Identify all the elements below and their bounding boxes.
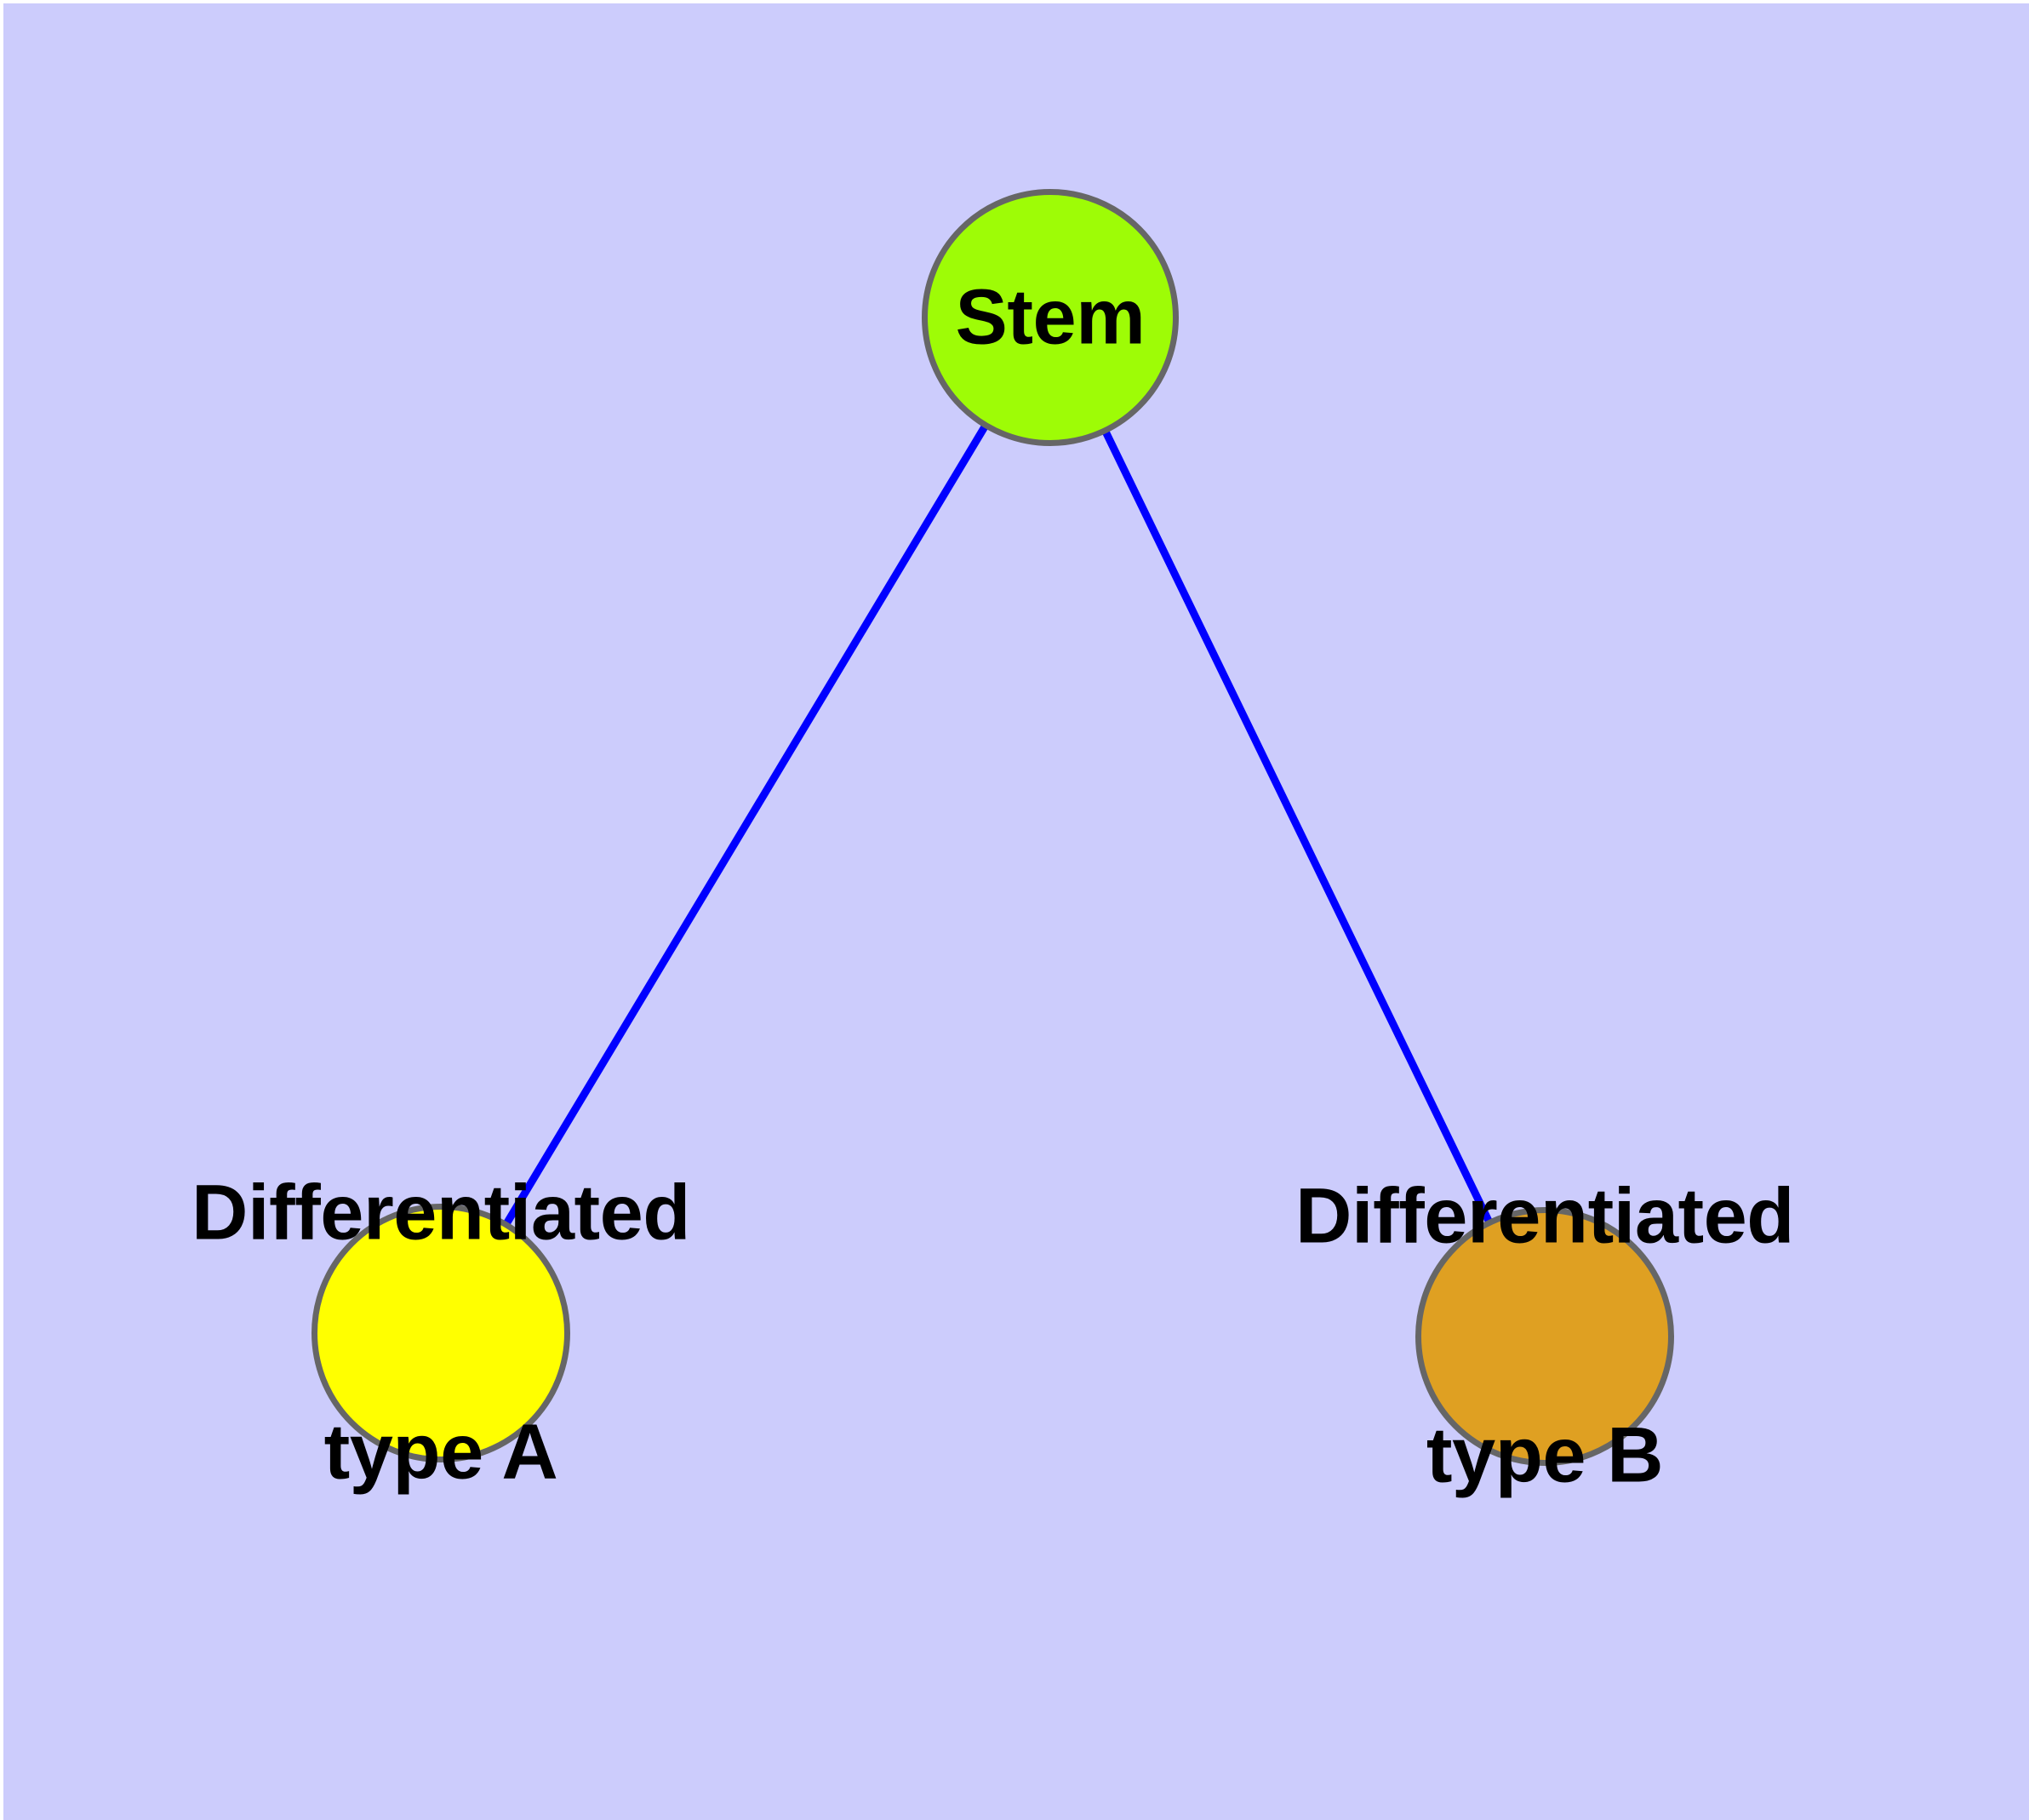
graph-edge-stem-to-diff_b bbox=[1046, 316, 1549, 1338]
graph-svg bbox=[311, 189, 1674, 1466]
graph-node-stem[interactable] bbox=[922, 189, 1179, 446]
graph-canvas: Stem Differentiated type A Differentiate… bbox=[3, 3, 2029, 1820]
graph-node-diff_a[interactable] bbox=[311, 1204, 570, 1462]
graph-edge-stem-to-diff_a bbox=[437, 315, 1054, 1336]
edges-layer bbox=[437, 315, 1549, 1338]
graph-node-diff_b[interactable] bbox=[1415, 1207, 1674, 1466]
nodes-layer bbox=[311, 189, 1674, 1466]
